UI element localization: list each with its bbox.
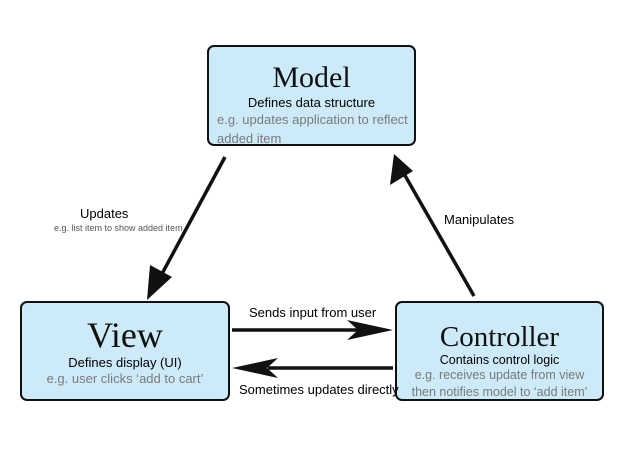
- view-description: Defines display (UI): [68, 355, 182, 370]
- controller-example-line1: e.g. receives update from view: [414, 368, 585, 382]
- controller-description: Contains control logic: [439, 353, 560, 367]
- model-description: Defines data structure: [247, 95, 376, 110]
- view-title: View: [87, 315, 163, 355]
- model-box: Model Defines data structure e.g. update…: [207, 45, 416, 146]
- controller-box: Controller Contains control logic e.g. r…: [395, 301, 604, 401]
- model-example-line1: e.g. updates application to reflect: [217, 112, 408, 127]
- controller-title: Controller: [439, 321, 560, 353]
- manipulates-label: Manipulates: [444, 212, 515, 227]
- view-example: e.g. user clicks ‘add to cart’: [46, 371, 204, 386]
- model-title: Model: [272, 61, 351, 94]
- arrow-controller-to-view: [232, 358, 393, 378]
- updates-example-label: e.g. list item to show added item: [54, 223, 183, 233]
- updates-label: Updates: [80, 206, 129, 221]
- model-example-line2: added item: [217, 131, 282, 146]
- arrow-model-to-view: [147, 156, 227, 300]
- sometimes-updates-label: Sometimes updates directly: [239, 382, 399, 397]
- controller-example-line2: then notifies model to ‘add item’: [411, 385, 588, 399]
- arrow-view-to-controller: [232, 320, 393, 340]
- view-box: View Defines display (UI) e.g. user clic…: [20, 301, 230, 401]
- sends-input-label: Sends input from user: [249, 305, 377, 320]
- arrow-controller-to-model: [390, 154, 476, 297]
